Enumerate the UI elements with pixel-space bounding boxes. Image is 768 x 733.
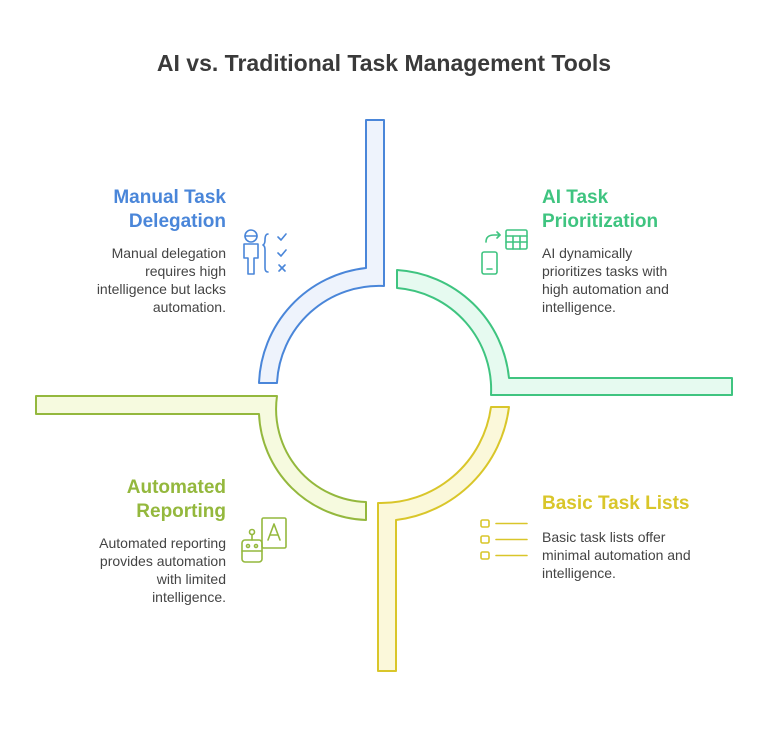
quadrant-heading: Manual Task Delegation bbox=[113, 187, 226, 232]
quadrant-heading: Basic Task Lists bbox=[542, 493, 690, 514]
band-manual bbox=[258, 119, 385, 384]
quadrant-description: Manual delegation requires high intellig… bbox=[96, 245, 226, 315]
quadrant-manual: Manual Task Delegation Manual delegation… bbox=[40, 186, 226, 316]
page-title: AI vs. Traditional Task Management Tools bbox=[156, 50, 612, 76]
quadrant-ai: AI Task Prioritization AI dynamically pr… bbox=[542, 186, 742, 316]
quadrant-description: Automated reporting provides automation … bbox=[99, 535, 226, 605]
quadrant-heading: AI Task Prioritization bbox=[542, 187, 659, 232]
quadrant-description: Basic task lists offer minimal automatio… bbox=[542, 529, 691, 581]
quadrant-reporting: Automated Reporting Automated reporting … bbox=[40, 476, 226, 606]
quadrant-basic: Basic Task Lists Basic task lists offer … bbox=[542, 492, 752, 582]
robot-document-icon bbox=[241, 517, 287, 563]
band-basic bbox=[377, 406, 510, 672]
person-checklist-icon bbox=[243, 229, 287, 275]
band-reporting bbox=[35, 395, 367, 521]
band-ai bbox=[396, 269, 733, 396]
list-icon bbox=[480, 519, 528, 560]
quadrant-description: AI dynamically prioritizes tasks with hi… bbox=[542, 245, 669, 315]
phone-table-sync-icon bbox=[481, 229, 528, 275]
quadrant-heading: Automated Reporting bbox=[126, 477, 226, 522]
